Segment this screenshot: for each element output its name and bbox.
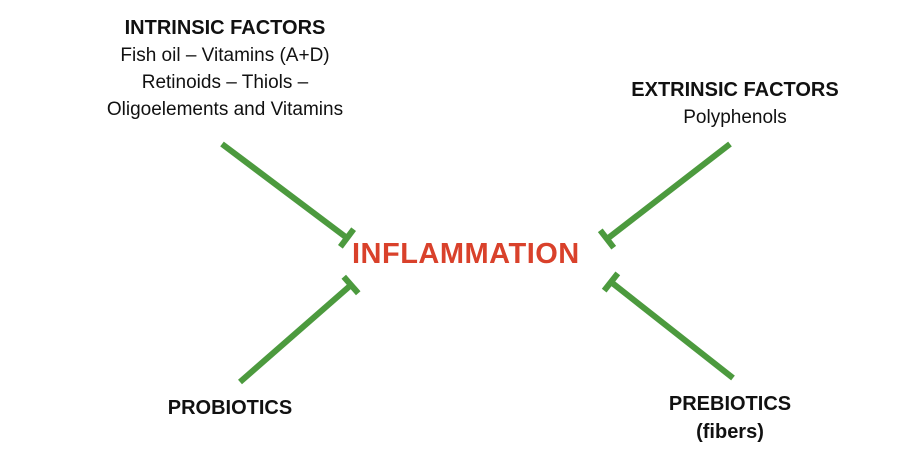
intrinsic-factors-line: Fish oil – Vitamins (A+D) <box>120 45 330 66</box>
extrinsic-factors-block: EXTRINSIC FACTORS Polyphenols <box>590 76 880 131</box>
intrinsic-factors-title: INTRINSIC FACTORS <box>124 17 326 39</box>
intrinsic-inhibition-arrow-bar <box>337 227 357 249</box>
extrinsic-factors-line: Polyphenols <box>683 107 787 128</box>
probiotics-inhibition-arrow-shaft <box>238 282 353 385</box>
extrinsic-inhibition-arrow-shaft <box>605 141 732 242</box>
prebiotics-title: PREBIOTICS <box>668 393 792 415</box>
extrinsic-inhibition-arrow <box>597 141 732 250</box>
probiotics-inhibition-arrow-bar <box>341 274 361 296</box>
prebiotics-inhibition-arrow <box>601 271 735 381</box>
probiotics-block: PROBIOTICS <box>120 394 340 422</box>
intrinsic-inhibition-arrow <box>220 141 357 249</box>
inflammation-label: INFLAMMATION <box>352 238 580 270</box>
intrinsic-inhibition-arrow-shaft <box>220 141 349 241</box>
prebiotics-inhibition-arrow-bar <box>601 271 621 293</box>
intrinsic-factors-line: Retinoids – Thiols – <box>141 72 309 93</box>
extrinsic-factors-title: EXTRINSIC FACTORS <box>631 79 839 101</box>
probiotics-title: PROBIOTICS <box>167 397 293 419</box>
prebiotics-block: PREBIOTICS (fibers) <box>630 390 830 446</box>
intrinsic-factors-line: Oligoelements and Vitamins <box>106 99 344 120</box>
extrinsic-inhibition-arrow-bar <box>597 228 617 250</box>
prebiotics-subtitle: (fibers) <box>696 421 764 443</box>
probiotics-inhibition-arrow <box>238 274 361 385</box>
intrinsic-factors-block: INTRINSIC FACTORS Fish oil – Vitamins (A… <box>40 14 410 123</box>
prebiotics-inhibition-arrow-shaft <box>609 279 735 381</box>
